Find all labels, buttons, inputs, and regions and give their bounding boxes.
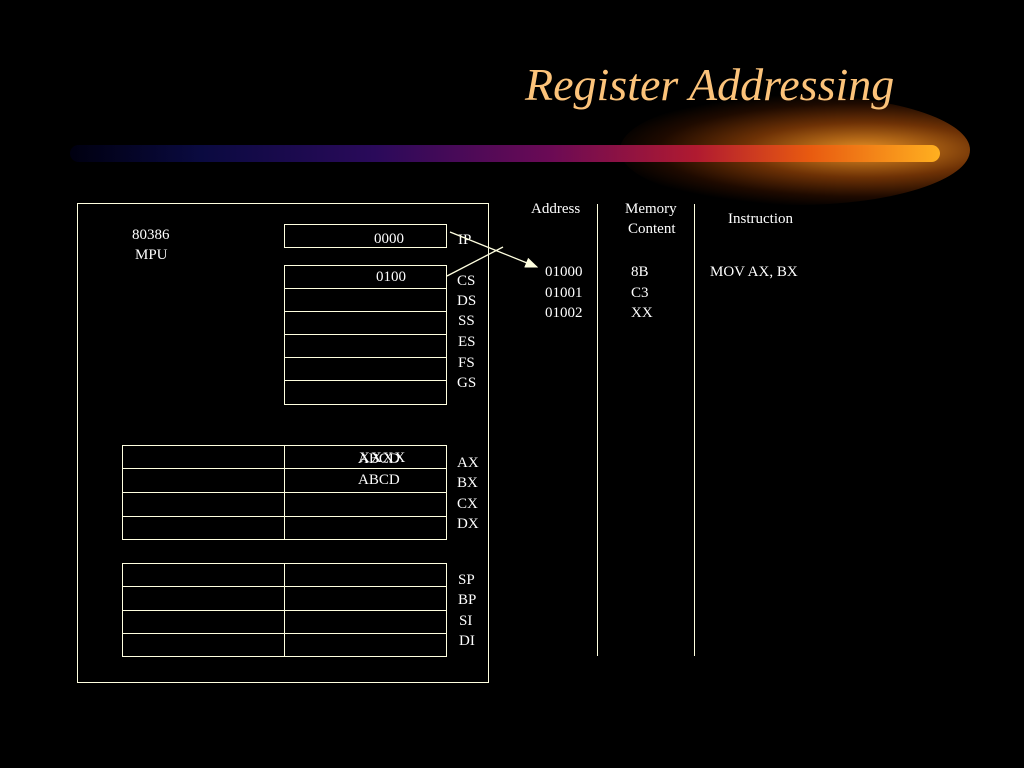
ax-register-name: AX [457, 455, 479, 471]
ss-register-name: SS [458, 313, 475, 329]
dx-register-low [284, 516, 447, 540]
memory-content-header-line1: Memory [625, 201, 677, 217]
memory-divider-1 [597, 204, 598, 656]
segment-register-gs [284, 380, 447, 405]
sp-register-name: SP [458, 572, 475, 588]
ip-register-box [284, 224, 447, 248]
mpu-label-line1: 80386 [132, 227, 170, 243]
mpu-outline [77, 203, 489, 683]
memory-address: 01001 [545, 285, 583, 301]
memory-content: XX [631, 305, 653, 321]
address-header: Address [531, 201, 581, 217]
ip-register-value: 0000 [374, 231, 404, 247]
bx-register-value: ABCD [358, 472, 400, 488]
bx-register-name: BX [457, 475, 478, 491]
memory-content: 8B [631, 264, 649, 280]
memory-instruction: MOV AX, BX [710, 264, 798, 280]
slide-title: Register Addressing [525, 59, 895, 110]
es-register-name: ES [458, 334, 476, 350]
dx-register-name: DX [457, 516, 479, 532]
fs-register-name: FS [458, 355, 475, 371]
mpu-label-line2: MPU [135, 247, 168, 263]
bp-register-name: BP [458, 592, 477, 608]
cs-register-name: CS [457, 273, 476, 289]
si-register-name: SI [459, 613, 473, 629]
memory-address: 01000 [545, 264, 583, 280]
memory-content: C3 [631, 285, 649, 301]
di-register-name: DI [459, 633, 475, 649]
ax-register-old-value: XXXX [359, 450, 407, 466]
memory-divider-2 [694, 204, 695, 656]
ds-register-name: DS [457, 293, 477, 309]
ax-register-value: ABCD [358, 451, 400, 467]
cs-register-value: 0100 [376, 269, 406, 285]
memory-content-header-line2: Content [628, 221, 676, 237]
memory-address: 01002 [545, 305, 583, 321]
di-register-low [284, 633, 447, 657]
cx-register-name: CX [457, 496, 478, 512]
gs-register-name: GS [457, 375, 477, 391]
decorative-swoosh [70, 145, 940, 162]
instruction-header: Instruction [728, 211, 793, 227]
